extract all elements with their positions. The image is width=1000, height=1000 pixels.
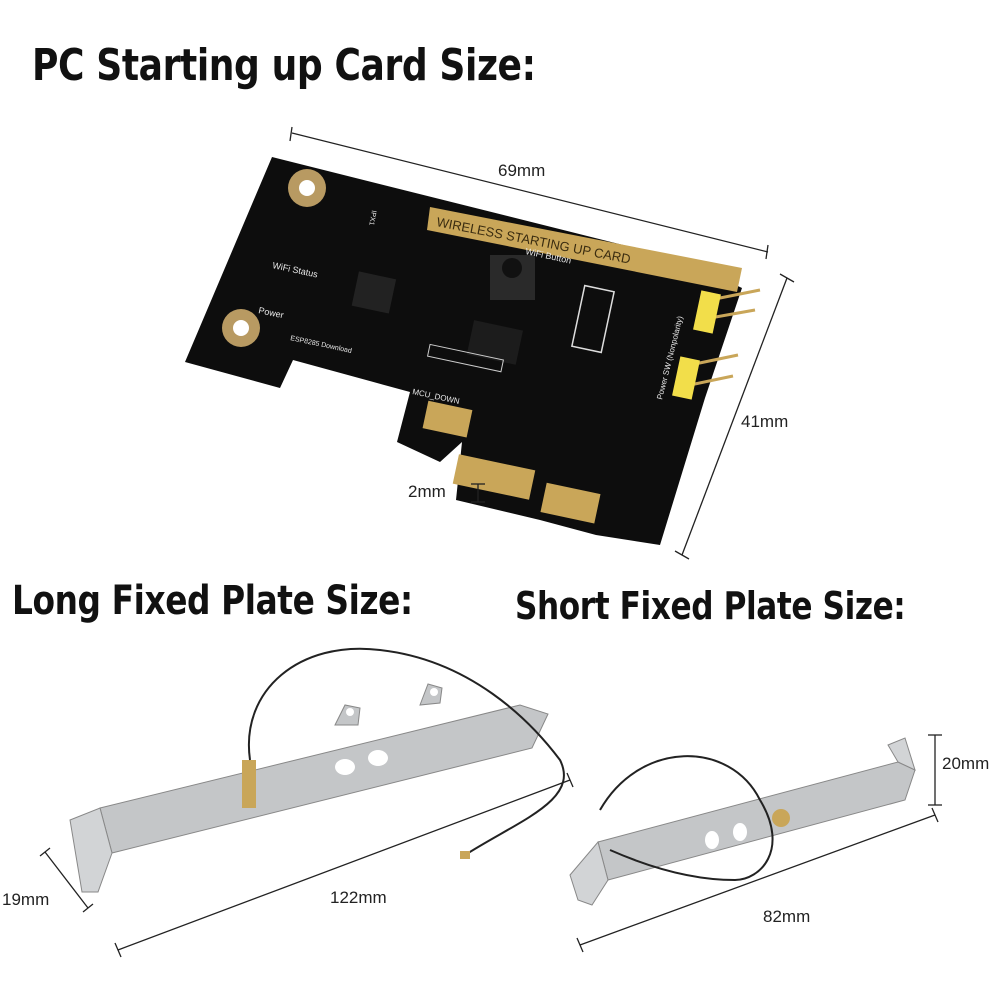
long-plate-heading: Long Fixed Plate Size: <box>12 578 413 624</box>
card-size-heading: PC Starting up Card Size: <box>32 40 536 91</box>
short-fixed-plate <box>569 737 916 906</box>
gold-fingers-secondary <box>540 482 601 524</box>
pcie-card: WIRELESS STARTING UP CARD WiFi Status Po… <box>185 157 761 545</box>
long-fixed-plate <box>69 647 565 893</box>
card-thickness-label: 2mm <box>408 482 446 501</box>
gold-fingers-main <box>452 454 536 500</box>
card-width-label: 69mm <box>498 161 546 180</box>
card-dimension-lines <box>289 126 795 560</box>
antenna-cable <box>247 647 565 856</box>
sma-connector-short <box>772 809 790 827</box>
controller-chip <box>466 320 523 365</box>
antenna-cable-short <box>599 755 774 882</box>
long-plate-length-label: 122mm <box>330 888 387 907</box>
short-plate-length-label: 82mm <box>763 907 811 926</box>
short-plate-dimension-lines <box>576 734 942 953</box>
mcu-chip <box>351 271 397 314</box>
short-plate-tab-label: 20mm <box>942 754 990 773</box>
power-sw-header-2 <box>672 356 700 400</box>
sma-connector <box>242 760 256 808</box>
mcu-fingers <box>422 400 473 438</box>
long-plate-dimension-lines <box>39 772 574 958</box>
silk-ipx1: IPX1 <box>367 210 377 226</box>
card-height-label: 41mm <box>741 412 789 431</box>
power-sw-header <box>693 290 721 334</box>
short-plate-heading: Short Fixed Plate Size: <box>515 584 906 628</box>
card-nameplate <box>427 207 742 292</box>
long-plate-tab-label: 19mm <box>2 890 50 909</box>
